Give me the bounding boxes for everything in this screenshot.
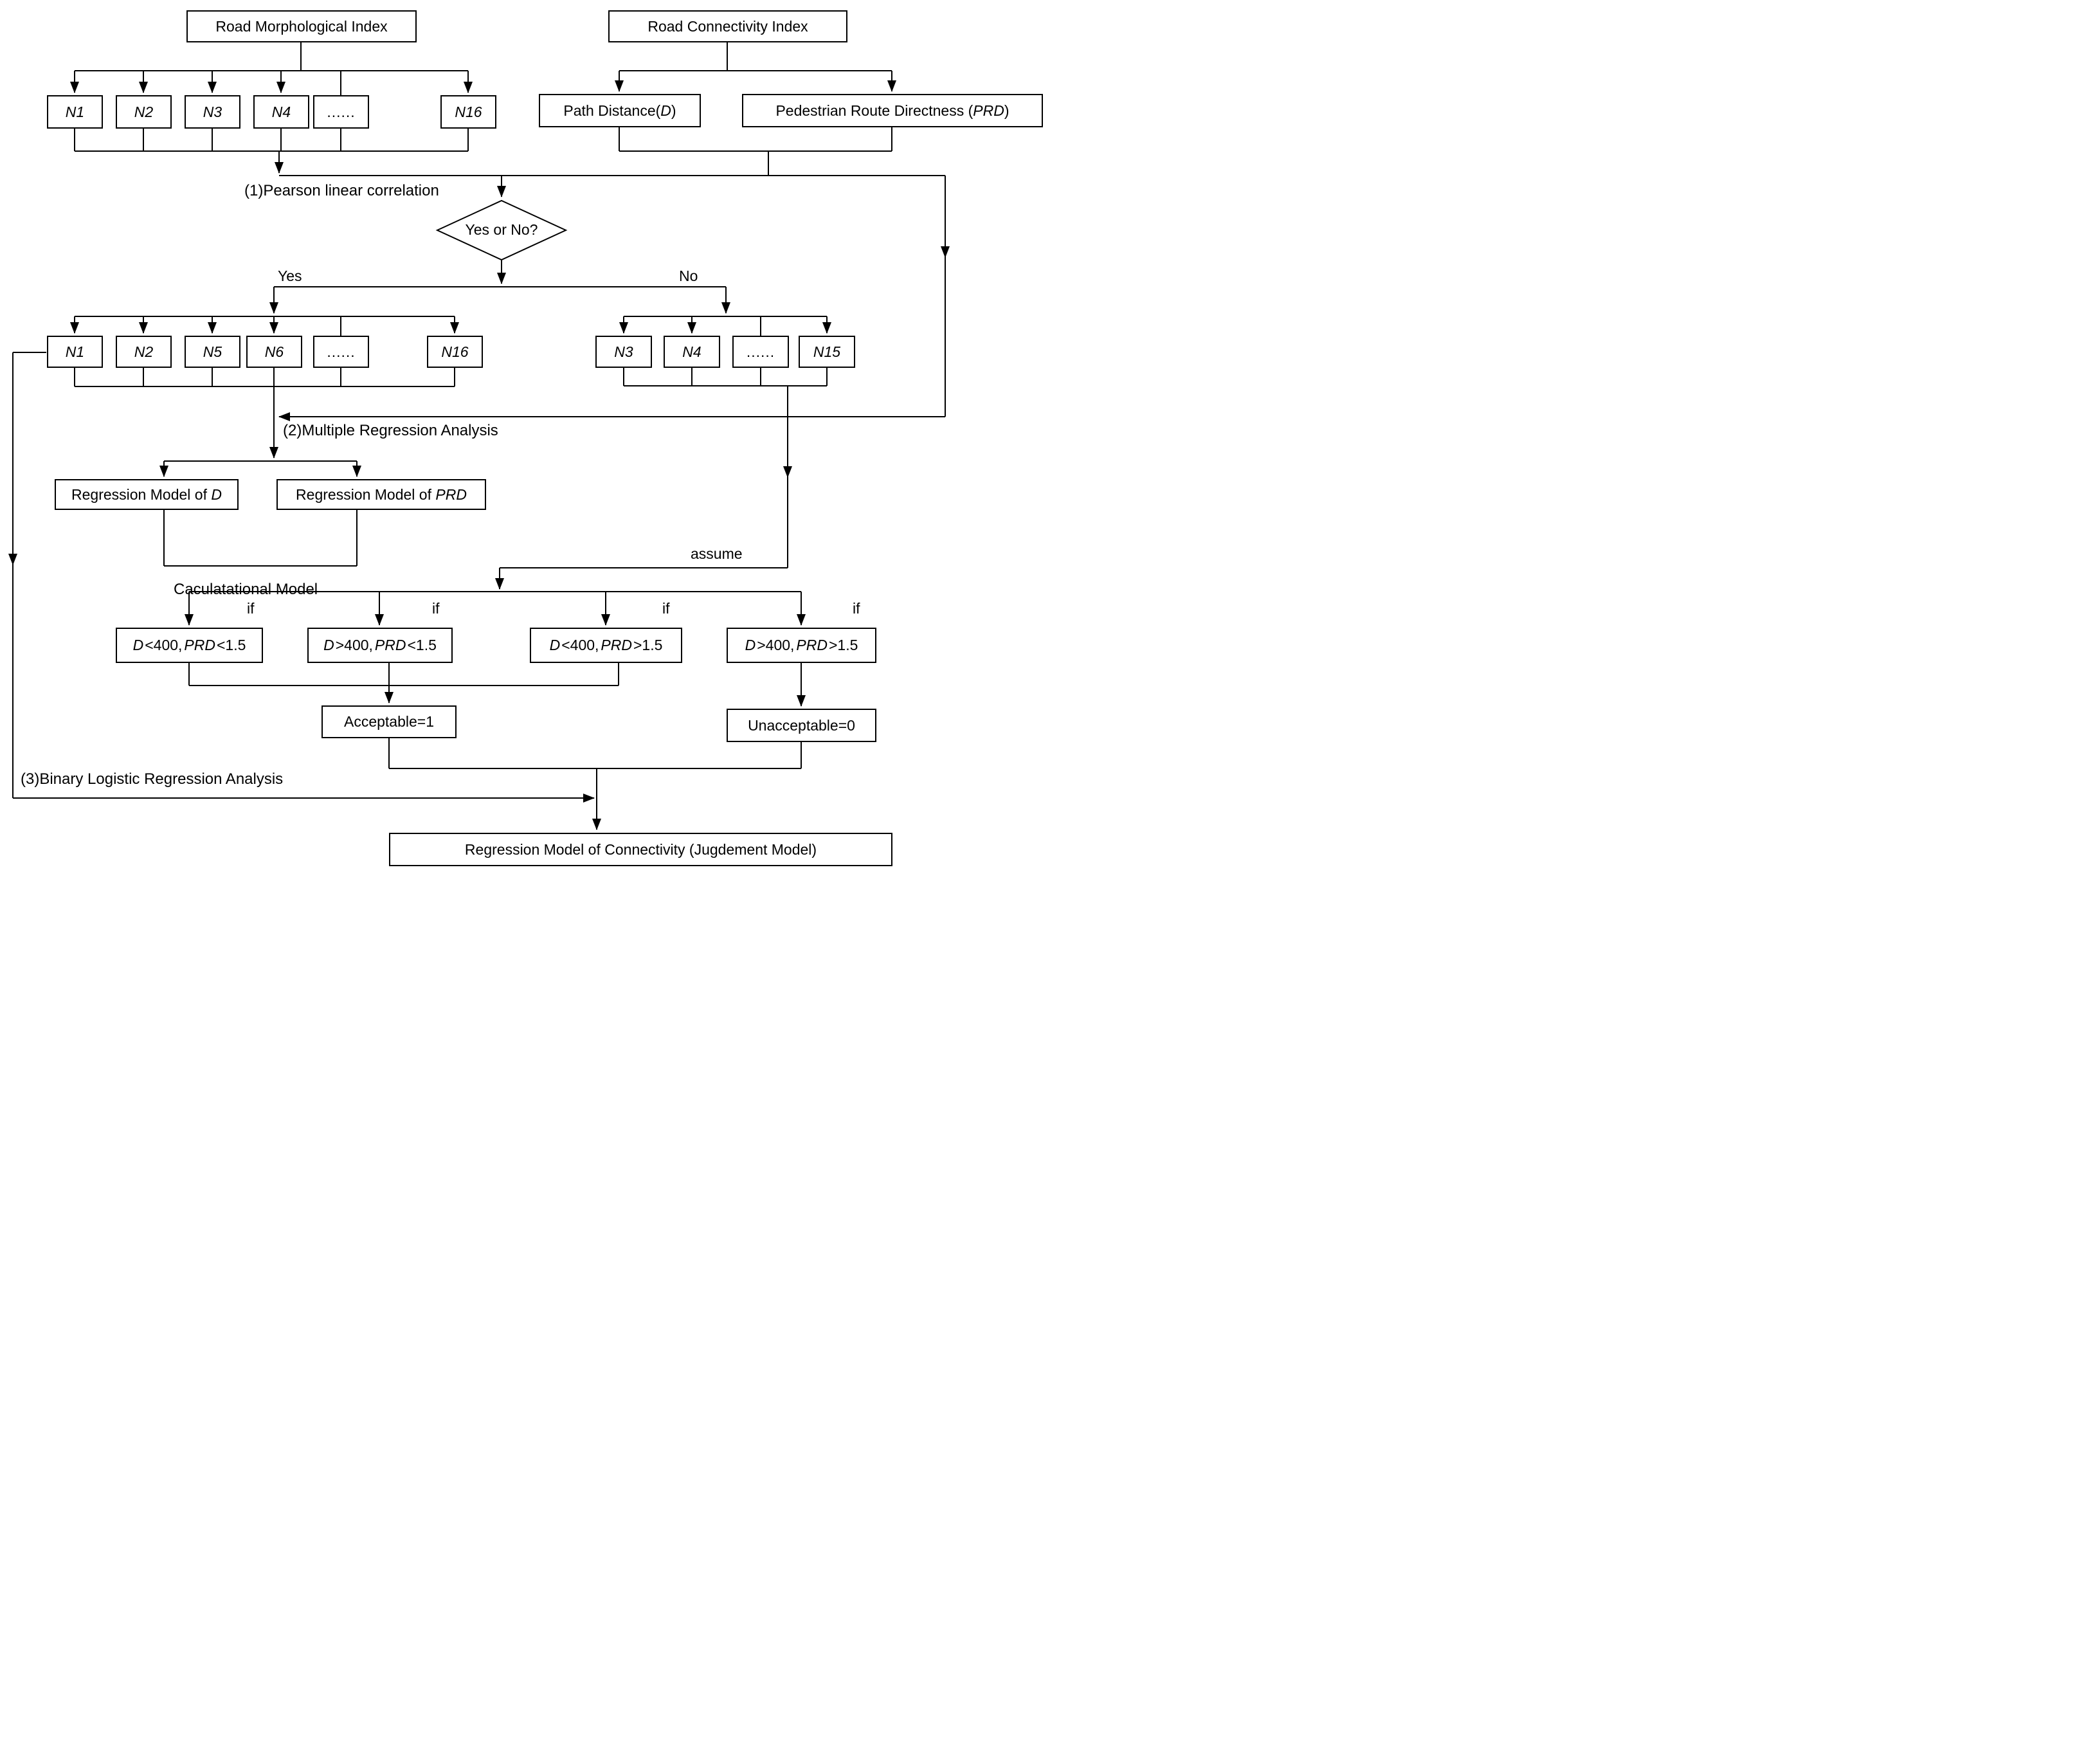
node-condition-2: D>400,PRD<1.5 <box>307 628 453 663</box>
no-label: No <box>679 268 698 284</box>
pearson-line <box>279 175 946 417</box>
decision-diamond <box>435 199 568 261</box>
node-pedestrian-route-directness: Pedestrian Route Directness (PRD) <box>742 94 1043 127</box>
step3-label: (3)Binary Logistic Regression Analysis <box>21 770 284 788</box>
regression-lines <box>163 460 358 567</box>
node-yes-ellipsis: ...... <box>313 336 369 368</box>
node-label: Road Connectivity Index <box>647 17 808 35</box>
yes-label: Yes <box>278 268 302 284</box>
no-row-lines <box>623 316 828 386</box>
if-label-3: if <box>662 600 670 617</box>
node-condition-1: D<400,PRD<1.5 <box>116 628 263 663</box>
node-yes-n6: N6 <box>246 336 302 368</box>
node-no-n15: N15 <box>799 336 855 368</box>
conn-tree-lines <box>619 41 892 176</box>
node-yes-n2: N2 <box>116 336 172 368</box>
node-regression-model-d: Regression Model of D <box>55 479 239 510</box>
node-yes-n5: N5 <box>185 336 240 368</box>
flow-connectors <box>8 41 950 830</box>
node-acceptable: Acceptable=1 <box>321 705 457 738</box>
node-path-distance: Path Distance(D) <box>539 94 701 127</box>
node-morph-n2: N2 <box>116 95 172 129</box>
node-regression-model-prd: Regression Model of PRD <box>276 479 486 510</box>
node-no-ellipsis: ...... <box>732 336 789 368</box>
node-condition-3: D<400,PRD>1.5 <box>530 628 682 663</box>
node-road-morphological-index: Road Morphological Index <box>186 10 417 42</box>
node-morph-n16: N16 <box>440 95 496 129</box>
step2-label: (2)Multiple Regression Analysis <box>283 422 498 439</box>
morph-tree-lines <box>74 41 469 152</box>
node-morph-n3: N3 <box>185 95 240 129</box>
calculational-model-label: Caculatational Model <box>174 581 318 598</box>
step1-label: (1)Pearson linear correlation <box>244 182 439 199</box>
if-label-1: if <box>247 600 255 617</box>
node-unacceptable: Unacceptable=0 <box>727 709 876 742</box>
yes-row-lines <box>74 316 455 417</box>
node-condition-4: D>400,PRD>1.5 <box>727 628 876 663</box>
node-road-connectivity-index: Road Connectivity Index <box>608 10 847 42</box>
node-morph-n1: N1 <box>47 95 103 129</box>
node-label: Road Morphological Index <box>215 17 388 35</box>
node-final-judgement-model: Regression Model of Connectivity (Jugdem… <box>389 833 892 866</box>
node-no-n3: N3 <box>595 336 652 368</box>
outcome-merge-lines <box>388 738 802 769</box>
node-no-n4: N4 <box>664 336 720 368</box>
flowchart-canvas: Road Morphological Index Road Connectivi… <box>0 0 1050 872</box>
assume-path <box>500 477 788 568</box>
assume-label: assume <box>691 545 743 562</box>
condition-lines <box>188 591 801 686</box>
left-loop-line <box>12 352 46 798</box>
node-yes-n16: N16 <box>427 336 483 368</box>
if-label-2: if <box>432 600 440 617</box>
decision-label: Yes or No? <box>465 221 538 238</box>
node-morph-n4: N4 <box>253 95 309 129</box>
node-morph-ellipsis: ...... <box>313 95 369 129</box>
if-label-4: if <box>853 600 860 617</box>
node-yes-n1: N1 <box>47 336 103 368</box>
